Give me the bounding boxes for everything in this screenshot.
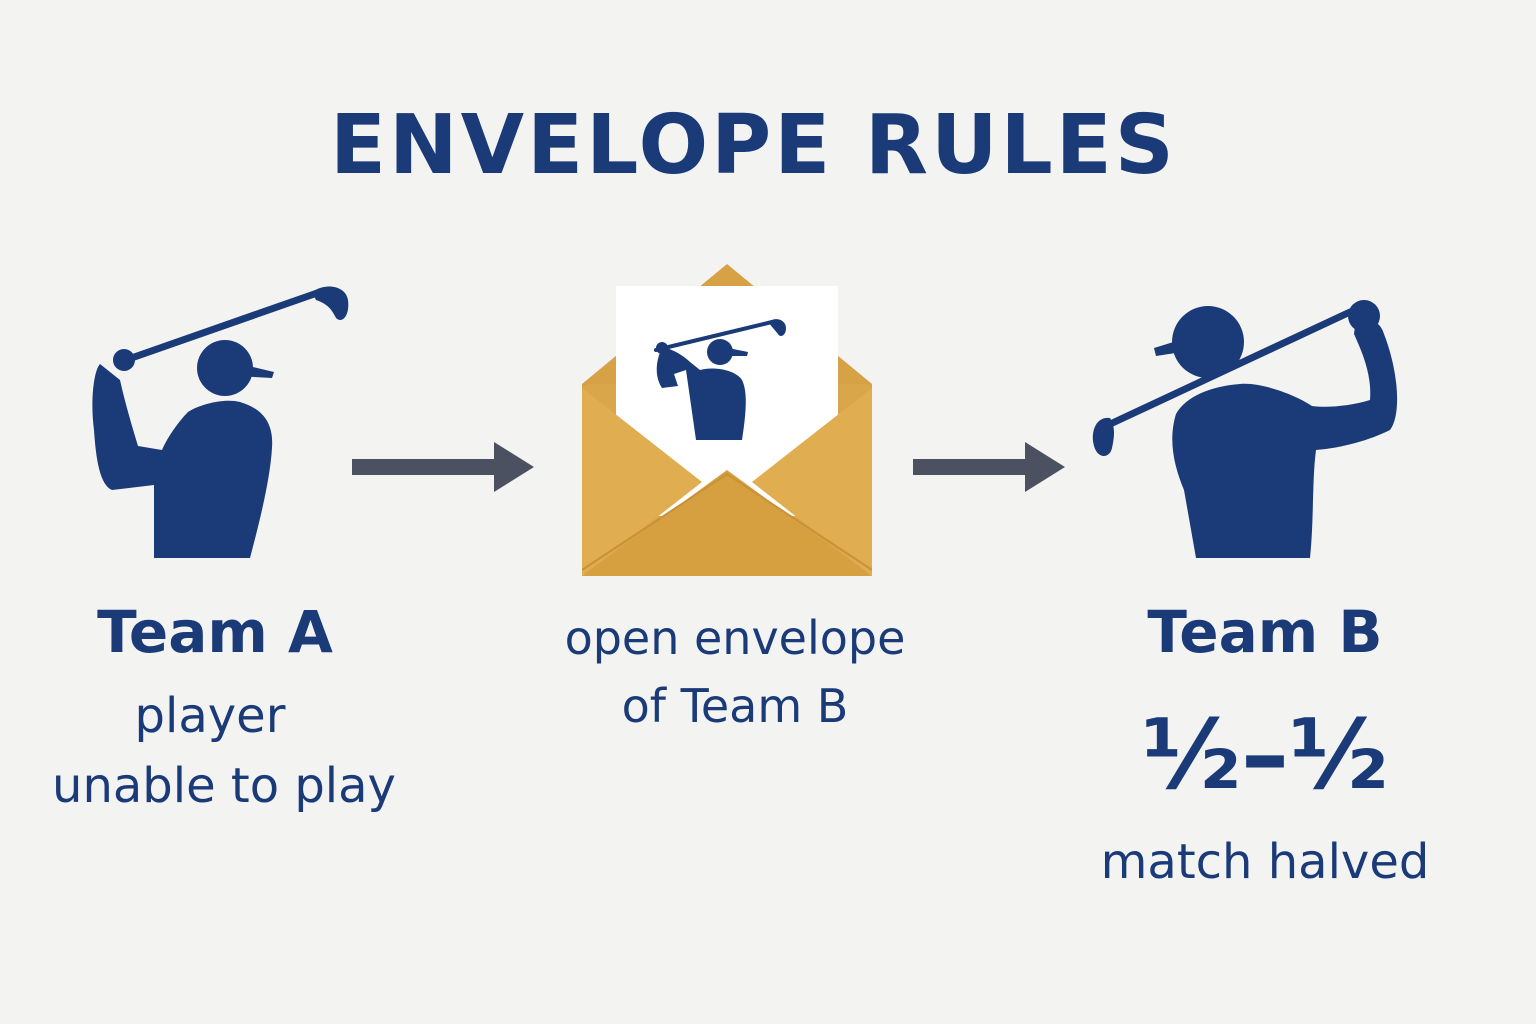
arrow-right-icon [352,442,534,492]
envelope-step-line1: open envelope [564,611,906,665]
team-a-line1: player [134,688,286,744]
team-b-result: match halved [1100,834,1430,890]
team-b-score: ½–½ [1141,699,1389,811]
page-title: ENVELOPE RULES [330,98,1177,193]
team-a-line2: unable to play [52,758,396,814]
open-envelope-icon [581,264,873,580]
team-b-title: Team B [1147,598,1383,666]
arrow-right-icon [913,442,1065,492]
team-a-title: Team A [97,598,333,666]
golfer-icon [80,280,370,570]
golfer-icon [1080,290,1410,570]
envelope-step-line2: of Team B [621,679,849,733]
